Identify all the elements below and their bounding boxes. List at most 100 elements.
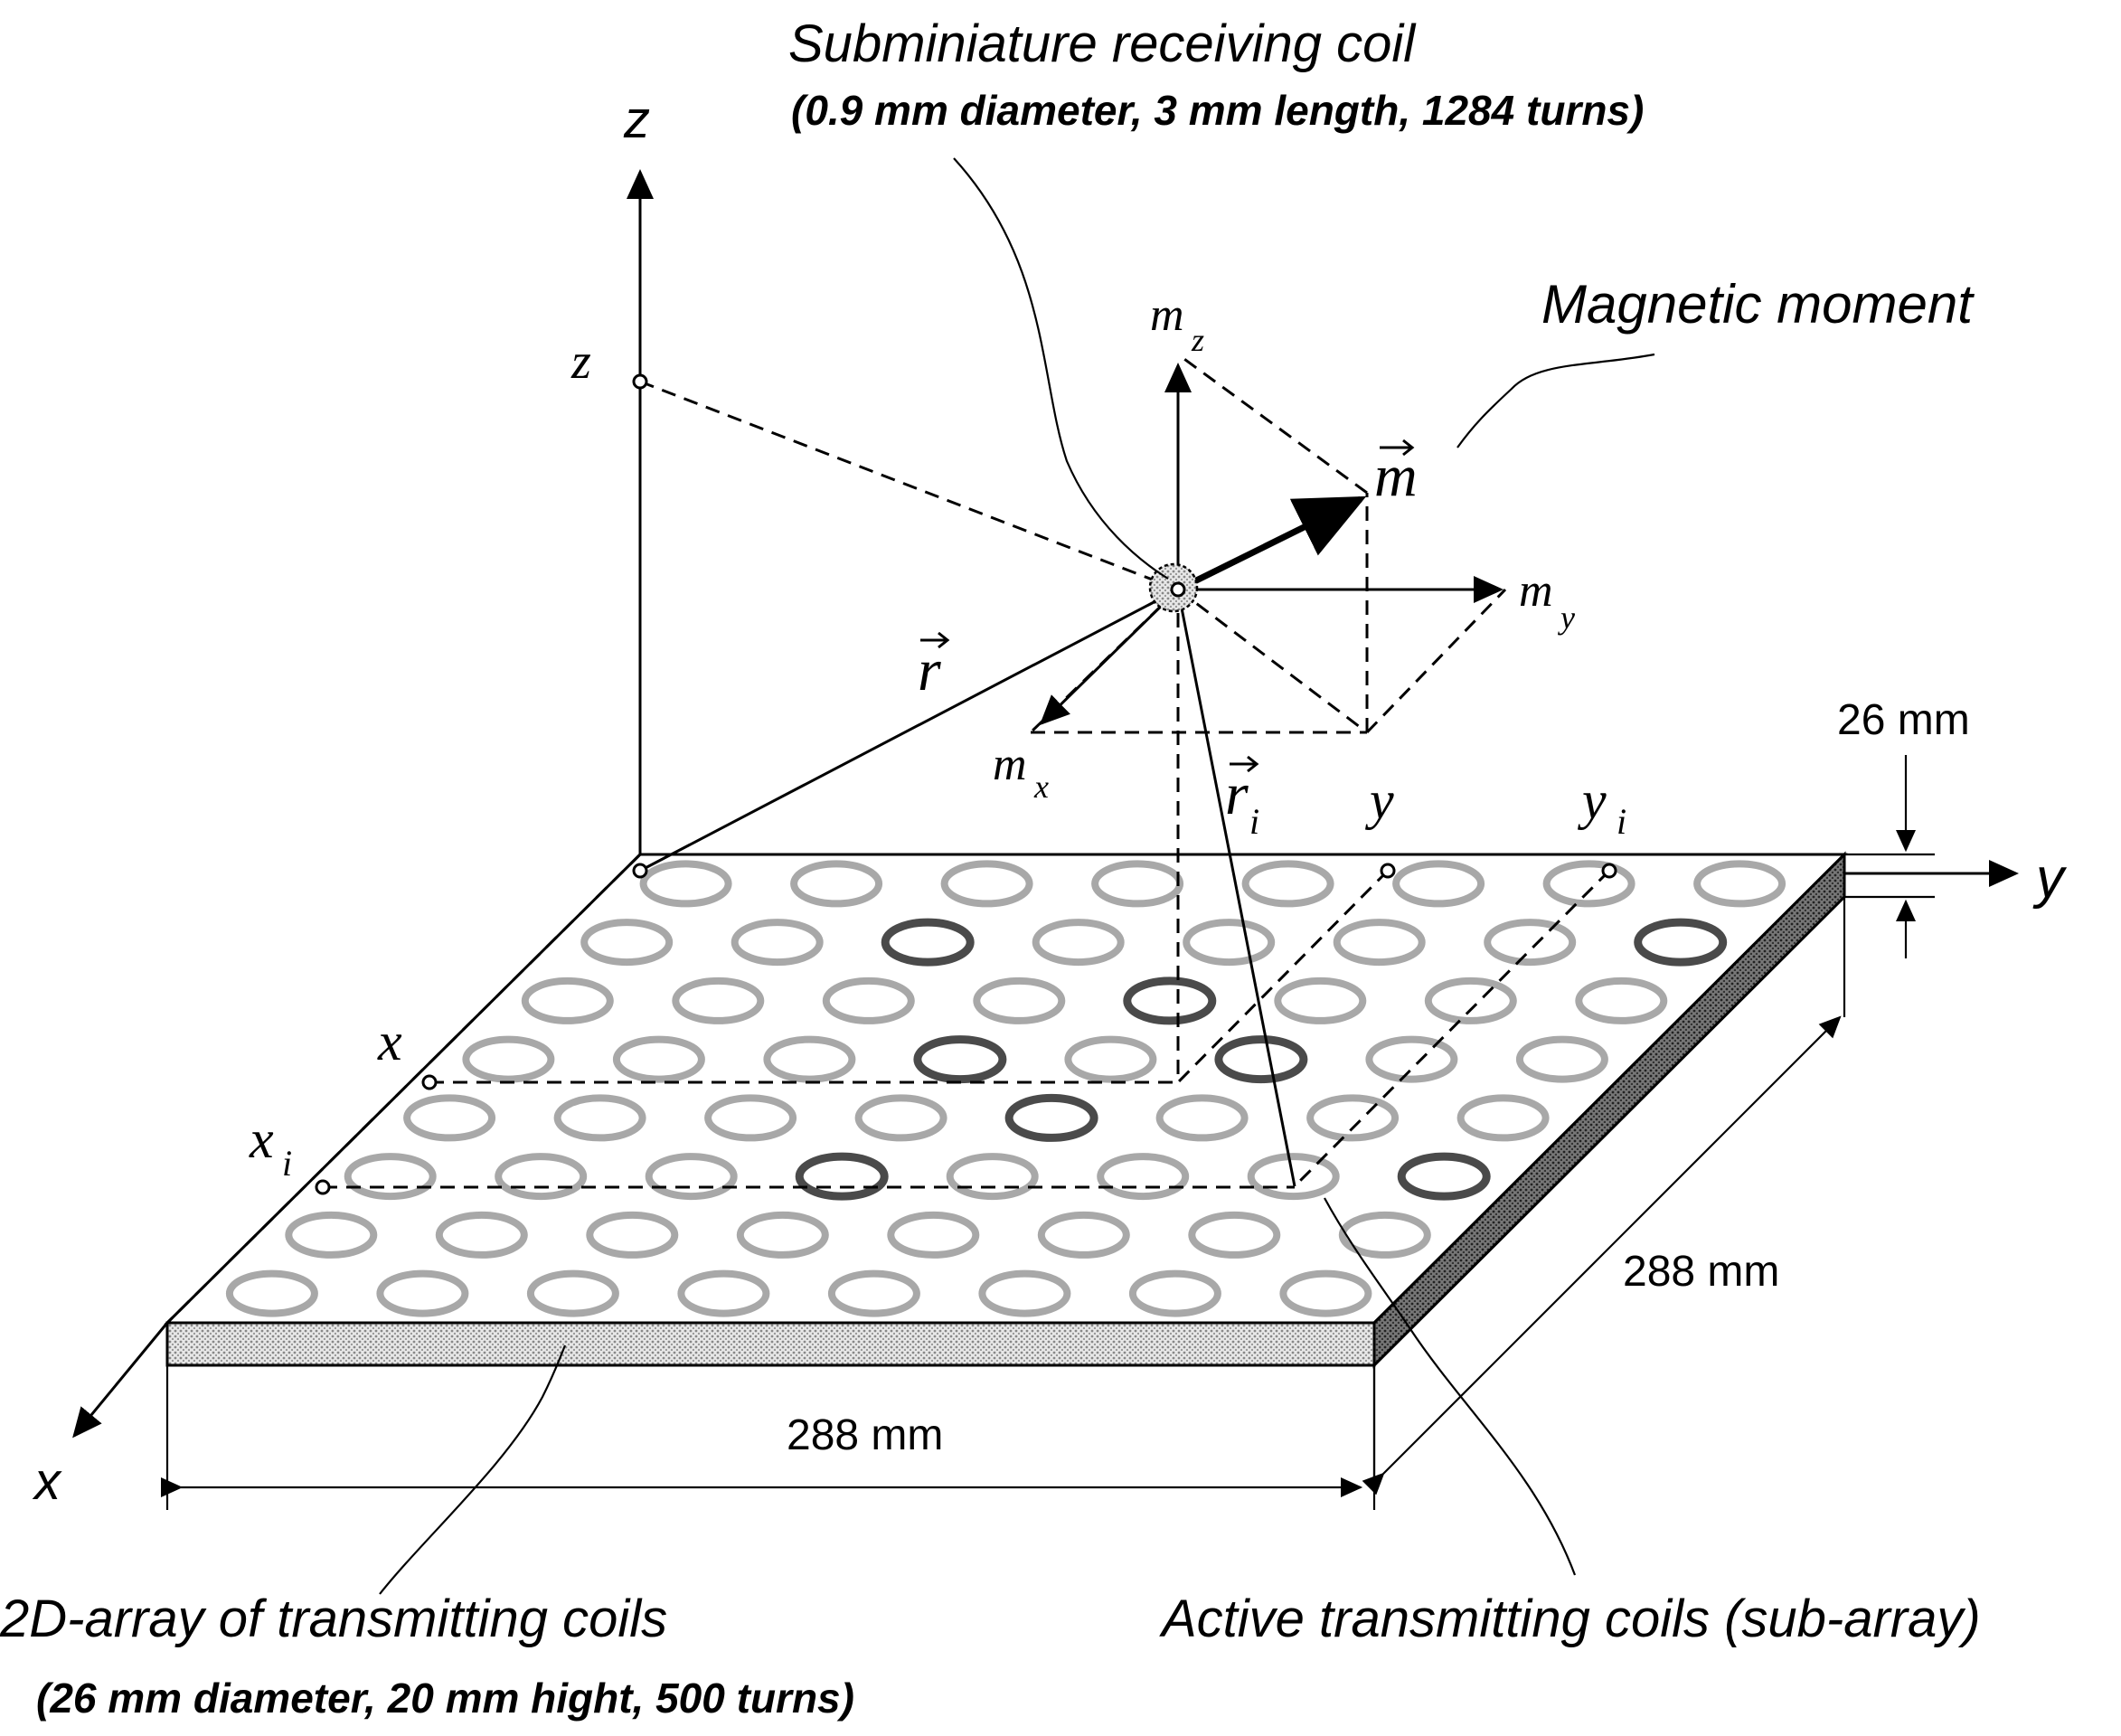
thickness-dimension-label: 26 mm	[1837, 696, 1970, 744]
point-yi-label: y	[1577, 770, 1607, 830]
vector-ri-label: r i	[1225, 755, 1259, 842]
transmitting-coil	[827, 1269, 920, 1317]
transmitting-coil	[1484, 919, 1577, 967]
transmitting-coil	[946, 1153, 1039, 1201]
transmitting-coil	[526, 1269, 619, 1317]
plate-top-surface	[164, 853, 1848, 1325]
transmitting-coil	[1247, 1153, 1340, 1201]
transmitting-coil	[1097, 1153, 1190, 1201]
point-xi	[315, 1179, 331, 1195]
transmitting-coil	[1183, 919, 1276, 967]
transmitting-coil	[639, 860, 732, 908]
transmitting-coil	[376, 1269, 469, 1317]
transmitting-coil	[1274, 976, 1367, 1024]
transmitting-coil	[887, 1211, 980, 1259]
transmitting-coil	[731, 919, 824, 967]
vectors	[639, 363, 1504, 1187]
svg-text:r: r	[1225, 761, 1249, 827]
vector-m-label: m	[1374, 439, 1418, 509]
vector-mx-label: m x	[993, 739, 1049, 805]
transmitting-coil	[462, 1035, 555, 1083]
x-axis-label: x	[32, 1452, 62, 1511]
y-axis-label: y	[2032, 847, 2068, 910]
transmitting-coil	[435, 1211, 528, 1259]
transmitting-coil	[1091, 860, 1184, 908]
array-spec: (26 mm diameter, 20 mm hight, 500 turns)	[36, 1675, 854, 1722]
transmitting-coil	[344, 1153, 437, 1201]
vector-mz-label: m z	[1150, 289, 1204, 358]
vector-mx	[1039, 588, 1180, 726]
transmitting-coil	[580, 919, 674, 967]
transmitting-coil	[677, 1269, 770, 1317]
axes: z y x	[32, 90, 2068, 1511]
point-x	[421, 1074, 438, 1090]
transmitting-coil	[645, 1153, 738, 1201]
transmitting-coil	[1542, 860, 1636, 908]
receiving-coil-title: Subminiature receiving coil	[788, 14, 1417, 73]
transmitting-coil	[612, 1035, 705, 1083]
transmitting-coil	[763, 1035, 856, 1083]
transmitting-coil	[704, 1094, 797, 1142]
point-y	[1380, 863, 1396, 879]
active-transmitting-coil	[1634, 918, 1728, 967]
point-x-label: x	[377, 1012, 402, 1071]
transmitting-coil	[285, 1211, 378, 1259]
vector-r	[639, 588, 1179, 873]
transmitting-coil	[790, 860, 883, 908]
transmitting-coil	[1241, 860, 1334, 908]
vector-m	[1176, 495, 1367, 593]
transmitting-coil	[1032, 919, 1125, 967]
transmitting-coil	[495, 1153, 588, 1201]
coil-grid	[225, 860, 1786, 1317]
transmitting-coil	[978, 1269, 1071, 1317]
transmitting-coil	[1693, 860, 1786, 908]
active-coils-label: Active transmitting coils (sub-array)	[1159, 1590, 1981, 1648]
transmitting-coil	[553, 1094, 646, 1142]
transmitting-coil	[822, 976, 915, 1024]
svg-text:m: m	[1150, 289, 1184, 341]
active-transmitting-coil	[881, 918, 975, 967]
receiving-coil	[1148, 562, 1199, 613]
active-transmitting-coil	[1214, 1035, 1308, 1084]
transmitting-coil	[1128, 1269, 1221, 1317]
active-transmitting-coil	[795, 1152, 889, 1201]
dimension-lines	[161, 755, 1935, 1510]
transmitting-coil	[672, 976, 765, 1024]
transmitting-coil	[1064, 1035, 1157, 1083]
transmitting-coil	[586, 1211, 679, 1259]
transmitting-coil	[403, 1094, 496, 1142]
points	[315, 373, 1617, 1195]
leader-receiving-coil	[953, 157, 1169, 580]
svg-text:z: z	[1191, 322, 1204, 358]
transmitting-coil	[1037, 1211, 1130, 1259]
svg-text:x: x	[1033, 769, 1049, 805]
vector-ri	[1176, 589, 1296, 1187]
svg-text:m: m	[1519, 565, 1553, 617]
point-xi-label: x	[249, 1109, 274, 1169]
depth-dimension-label: 288 mm	[1623, 1248, 1779, 1296]
point-z-label: z	[570, 334, 591, 390]
transmitting-coil	[940, 860, 1033, 908]
point-yi	[1601, 863, 1617, 879]
receiving-coil-spec: (0.9 mm diameter, 3 mm length, 1284 turn…	[791, 87, 1644, 134]
transmitting-coil	[854, 1094, 947, 1142]
point-origin	[632, 863, 648, 879]
svg-text:r: r	[918, 637, 941, 703]
point-y-label: y	[1364, 770, 1394, 830]
active-transmitting-coil	[1004, 1093, 1098, 1142]
svg-text:i: i	[1249, 801, 1259, 842]
z-axis-label: z	[623, 90, 650, 149]
transmitting-coil	[1392, 860, 1485, 908]
transmitting-coil	[736, 1211, 829, 1259]
svg-text:y: y	[1558, 599, 1575, 636]
leader-array	[379, 1344, 567, 1595]
svg-text:m: m	[1374, 443, 1418, 509]
point-yi-subscript: i	[1617, 801, 1626, 842]
transmitting-coil	[1333, 919, 1426, 967]
x-axis	[72, 1322, 169, 1439]
point-xi-subscript: i	[282, 1143, 292, 1184]
svg-text:m: m	[993, 739, 1027, 790]
transmitting-coil	[521, 976, 614, 1024]
transmitting-coil	[973, 976, 1066, 1024]
active-transmitting-coil	[913, 1035, 1007, 1084]
